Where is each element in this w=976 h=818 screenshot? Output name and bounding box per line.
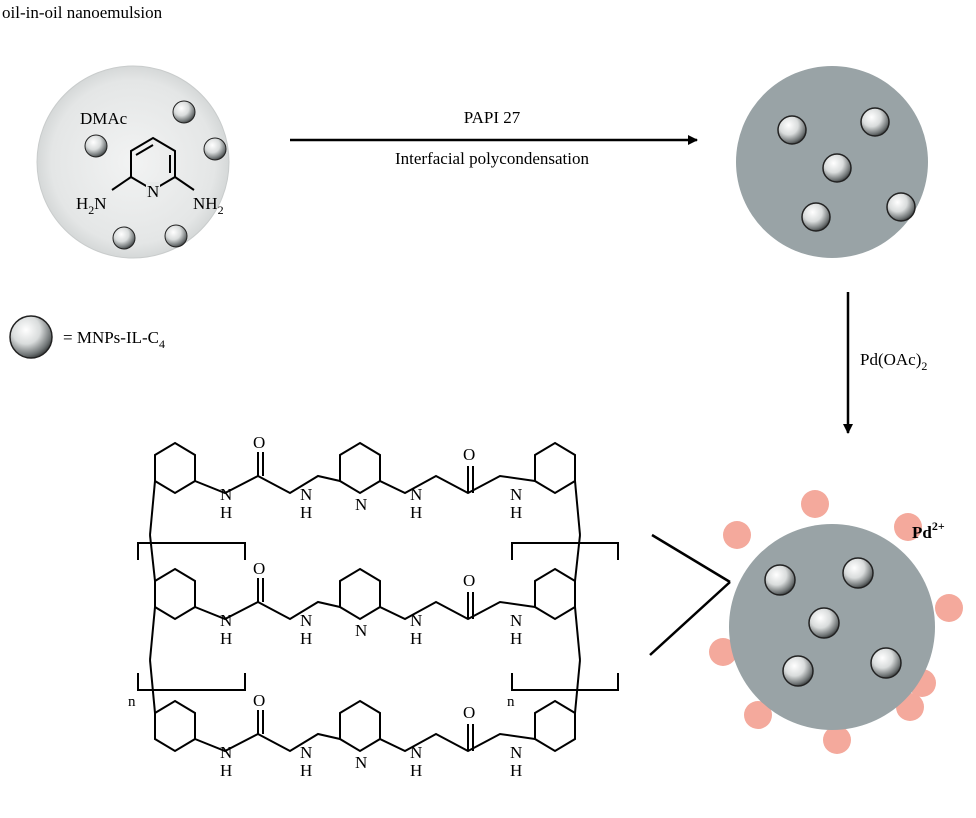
polyurea-capsule <box>736 66 928 258</box>
amide-nitrogen: N <box>510 485 522 504</box>
nanoparticle-sphere <box>870 647 902 679</box>
scheme-title: oil-in-oil nanoemulsion <box>2 3 163 22</box>
pyridine-nitrogen: N <box>355 621 367 640</box>
process-label: Interfacial polycondensation <box>395 149 590 168</box>
amide-hydrogen: H <box>300 503 312 522</box>
nanoparticle-sphere <box>886 192 916 222</box>
amide-hydrogen: H <box>300 761 312 780</box>
amide-hydrogen: H <box>300 629 312 648</box>
pd-ion <box>801 490 829 518</box>
legend-label: = MNPs-IL-C4 <box>63 328 165 351</box>
polycondensation-arrow: PAPI 27 Interfacial polycondensation <box>290 108 698 168</box>
nanoparticle-sphere <box>782 655 814 687</box>
solvent-label: DMAc <box>80 109 128 128</box>
amine-right: NH2 <box>193 194 224 217</box>
nanoparticle-sphere <box>84 134 108 158</box>
reagent-label: PAPI 27 <box>464 108 521 127</box>
palladium-loading-arrow: Pd(OAc)2 <box>843 292 927 434</box>
carbonyl-oxygen: O <box>253 691 265 710</box>
amide-nitrogen: N <box>300 611 312 630</box>
carbonyl-oxygen: O <box>463 703 475 722</box>
amide-hydrogen: H <box>410 503 422 522</box>
polyurea-structure <box>137 441 619 753</box>
amide-hydrogen: H <box>510 629 522 648</box>
amine-left: H2N <box>76 194 107 217</box>
nanoparticle-sphere <box>764 564 796 596</box>
amide-hydrogen: H <box>220 503 232 522</box>
ring-nitrogen: N <box>147 182 159 201</box>
pd-ion-label: Pd2+ <box>912 519 945 542</box>
amide-nitrogen: N <box>300 485 312 504</box>
amide-nitrogen: N <box>410 485 422 504</box>
zoom-callout-lines <box>649 533 731 656</box>
nanoparticle-sphere <box>808 607 840 639</box>
amide-nitrogen: N <box>220 743 232 762</box>
amide-nitrogen: N <box>410 743 422 762</box>
amide-hydrogen: H <box>410 761 422 780</box>
amide-hydrogen: H <box>510 503 522 522</box>
carbonyl-oxygen: O <box>463 445 475 464</box>
nanoparticle-sphere <box>860 107 890 137</box>
amide-nitrogen: N <box>410 611 422 630</box>
pd-ion <box>723 521 751 549</box>
amide-hydrogen: H <box>410 629 422 648</box>
amide-nitrogen: N <box>220 485 232 504</box>
nanoparticle-sphere <box>801 202 831 232</box>
pd-ion <box>823 726 851 754</box>
nanoemulsion-droplet: DMAc N H2N NH2 <box>36 65 230 259</box>
pd-ion <box>709 638 737 666</box>
polymer-labels: O O O O O O N N N N H N H N H N H N H N … <box>128 433 522 780</box>
nanoparticle-sphere <box>164 224 188 248</box>
pyridine-nitrogen: N <box>355 495 367 514</box>
amide-nitrogen: N <box>300 743 312 762</box>
nanoparticle-sphere <box>203 137 227 161</box>
amide-hydrogen: H <box>510 761 522 780</box>
nanoparticle-sphere <box>112 226 136 250</box>
amide-nitrogen: N <box>220 611 232 630</box>
repeat-unit-n: n <box>128 694 136 710</box>
amide-hydrogen: H <box>220 761 232 780</box>
carbonyl-oxygen: O <box>463 571 475 590</box>
amide-nitrogen: N <box>510 611 522 630</box>
amide-nitrogen: N <box>510 743 522 762</box>
nanoparticle-sphere <box>777 115 807 145</box>
pd-ion <box>744 701 772 729</box>
nanoparticle-sphere <box>822 153 852 183</box>
amide-hydrogen: H <box>220 629 232 648</box>
palladium-reagent-label: Pd(OAc)2 <box>860 350 927 373</box>
nanoparticle-sphere <box>172 100 196 124</box>
nanoparticle-sphere <box>842 557 874 589</box>
droplet-body <box>36 65 230 259</box>
legend-nanoparticle-icon <box>9 315 53 359</box>
pyridine-nitrogen: N <box>355 753 367 772</box>
carbonyl-oxygen: O <box>253 433 265 452</box>
pd-loaded-capsule: Pd2+ <box>709 490 963 754</box>
legend: = MNPs-IL-C4 <box>9 315 165 359</box>
carbonyl-oxygen: O <box>253 559 265 578</box>
repeat-unit-n: n <box>507 694 515 710</box>
pd-ion <box>935 594 963 622</box>
pd-ion <box>894 513 922 541</box>
